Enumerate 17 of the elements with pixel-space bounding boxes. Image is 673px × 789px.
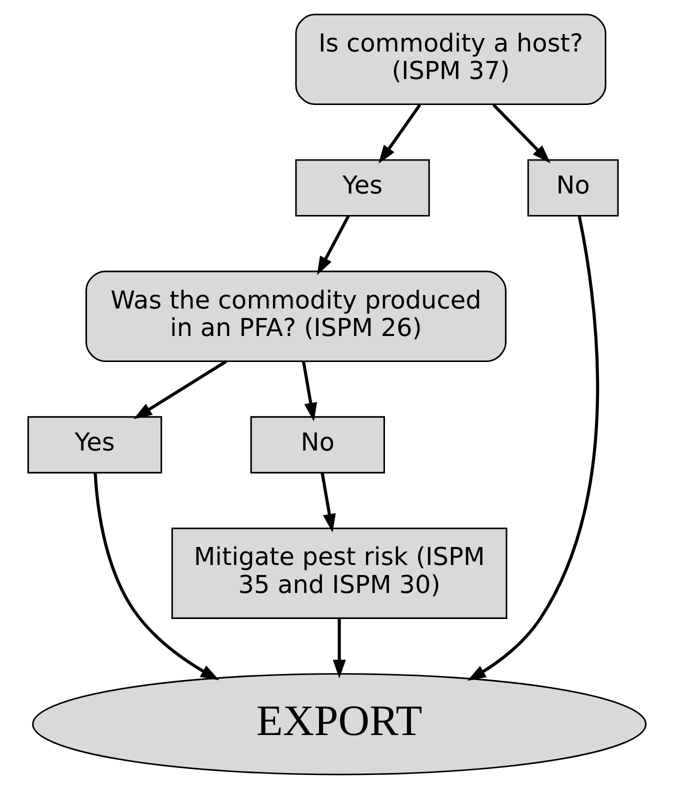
node-box: Yes <box>26 416 162 474</box>
arrow <box>492 104 550 164</box>
arrow <box>332 618 346 678</box>
node-box: Mitigate pest risk (ISPM 35 and ISPM 30) <box>170 528 507 619</box>
node-ellipse: EXPORT <box>32 673 646 776</box>
node-box: Was the commodity produced in an PFA? (ISPM 26) <box>84 270 506 362</box>
node-box: Yes <box>294 159 430 216</box>
node-box: No <box>250 416 384 474</box>
arrow <box>316 215 350 276</box>
node-box: Is commodity a host? (ISPM 37) <box>294 14 606 106</box>
arrow <box>466 216 599 681</box>
arrow <box>93 473 219 680</box>
arrow <box>302 361 317 422</box>
arrow <box>133 360 226 420</box>
arrow <box>320 472 336 533</box>
arrow <box>378 104 421 164</box>
node-box: No <box>526 159 618 216</box>
